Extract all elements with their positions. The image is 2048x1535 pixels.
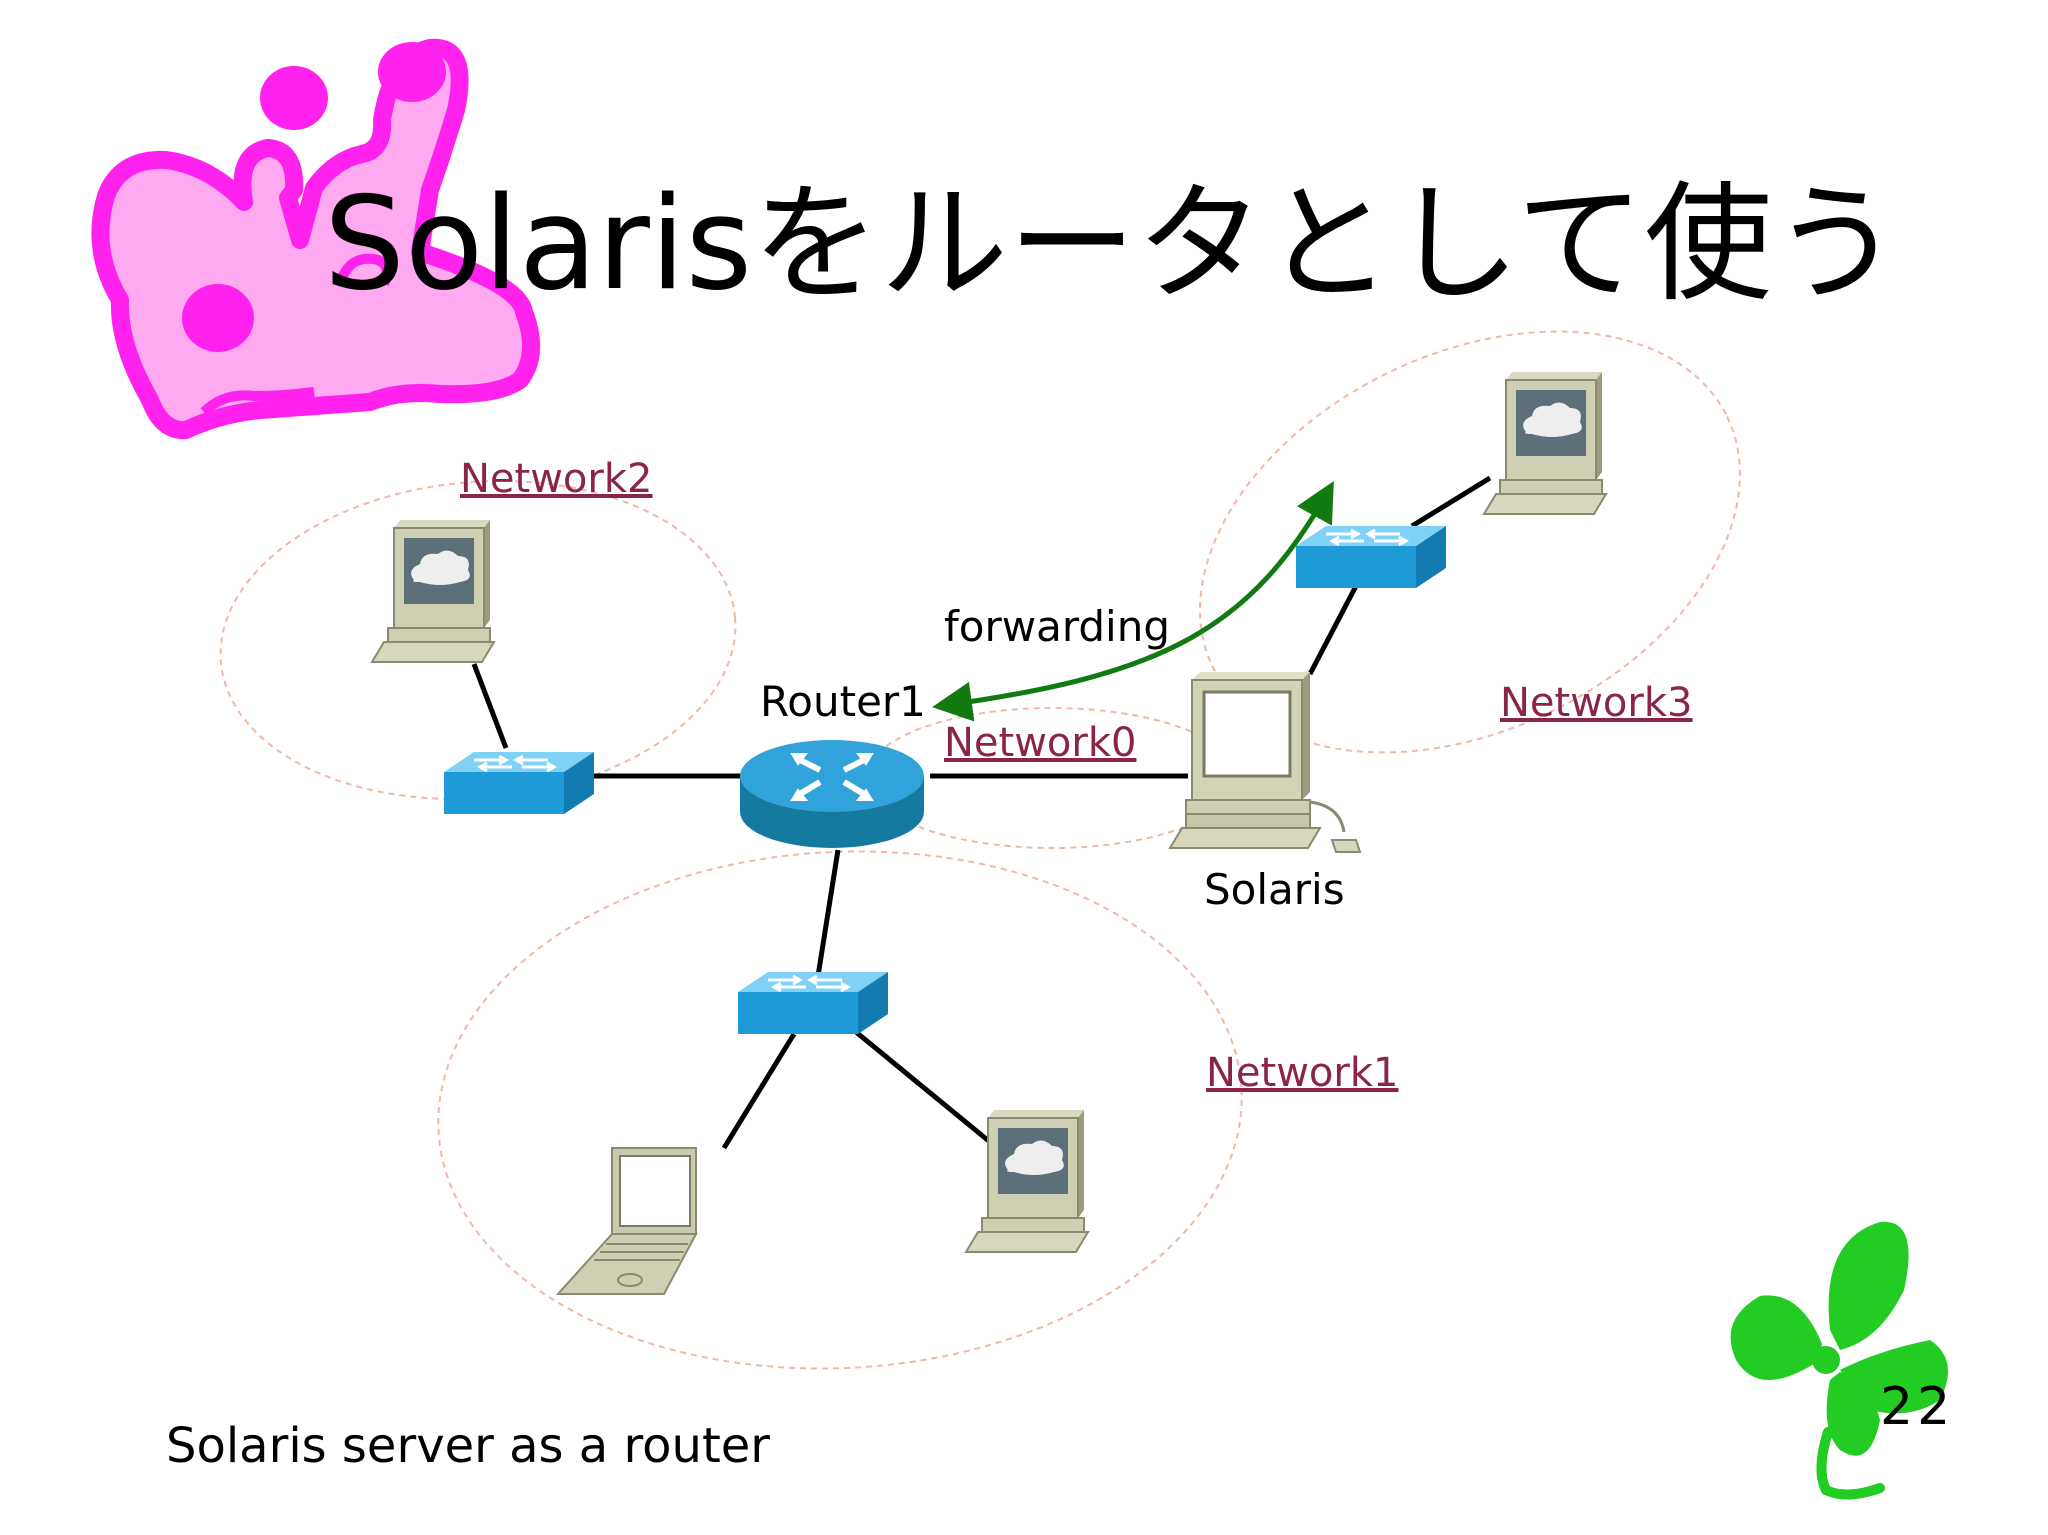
network1-switch	[736, 970, 890, 1036]
network1-laptop	[557, 1147, 697, 1295]
network-links	[471, 475, 1492, 1150]
network3-label: Network3	[1500, 680, 1692, 726]
forwarding-arrow	[932, 481, 1334, 722]
network3-workstation	[1483, 371, 1607, 515]
giraffe-doodle	[91, 38, 541, 440]
network1-label: Network1	[1206, 1050, 1398, 1096]
page-number: 22	[1880, 1377, 1954, 1437]
router-icon	[740, 740, 924, 848]
network2-label: Network2	[460, 456, 652, 502]
forwarding-label: forwarding	[944, 602, 1170, 651]
network2-workstation	[371, 519, 495, 663]
solaris-server-icon	[1168, 670, 1362, 854]
network2-switch	[442, 750, 596, 816]
network1-boundary	[437, 850, 1243, 1370]
network3-switch	[1294, 524, 1448, 590]
slide-title: Solarisをルータとして使う	[324, 170, 1901, 319]
slide-caption: Solaris server as a router	[166, 1418, 770, 1474]
router-label: Router1	[760, 677, 926, 726]
network0-label: Network0	[944, 720, 1136, 766]
network1-workstation	[965, 1109, 1089, 1253]
clover-doodle	[1730, 1221, 1948, 1500]
solaris-label: Solaris	[1204, 865, 1345, 914]
